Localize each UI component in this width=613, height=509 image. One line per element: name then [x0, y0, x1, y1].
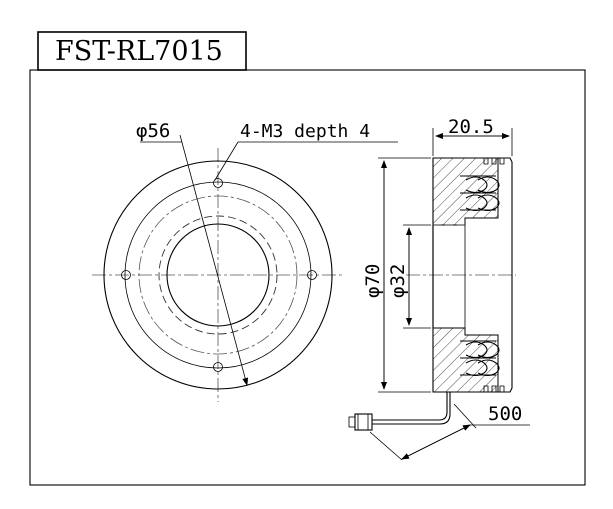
cable-length-dimension: 500 — [488, 403, 522, 425]
front-view: φ56 4-M3 depth 4 — [92, 120, 398, 402]
inner-diameter-dimension: φ32 — [387, 264, 409, 298]
title-block: FST-RL7015 — [37, 31, 247, 71]
hole-callout: 4-M3 depth 4 — [240, 121, 370, 142]
side-view: 20.5 φ70 φ32 500 — [348, 116, 530, 461]
outer-diameter-dimension: φ70 — [362, 264, 384, 298]
cable-connector — [348, 413, 373, 431]
drawing-frame — [29, 69, 586, 486]
part-number: FST-RL7015 — [55, 36, 223, 67]
width-dimension: 20.5 — [448, 116, 494, 138]
pcd-dimension: φ56 — [136, 120, 170, 142]
